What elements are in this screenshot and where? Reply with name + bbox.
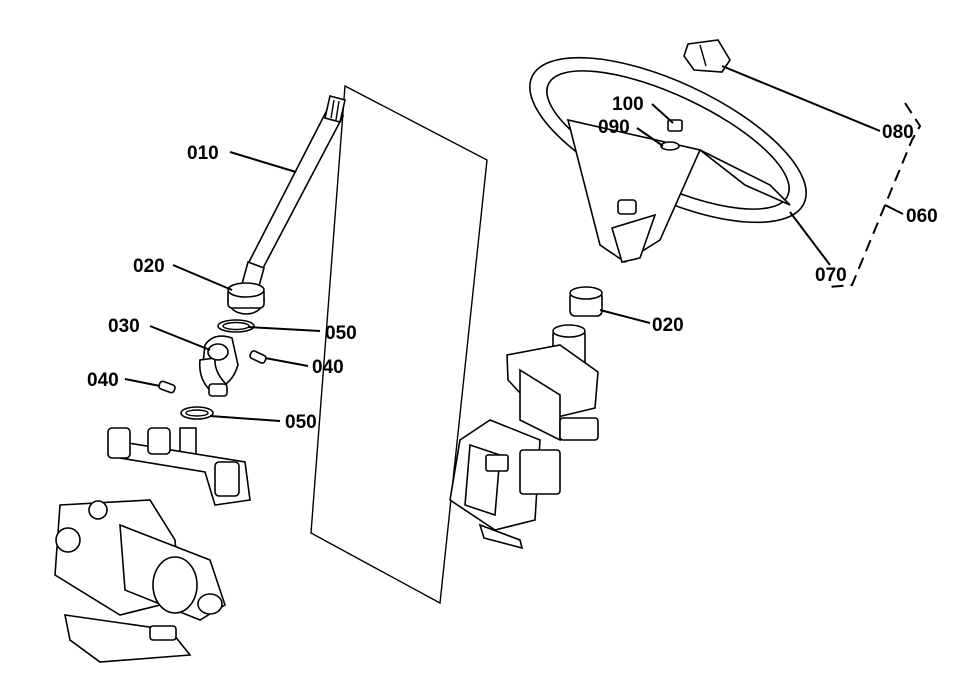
leader-lines bbox=[124, 65, 904, 422]
label-080: 080 bbox=[882, 122, 914, 143]
label-050-lower: 050 bbox=[285, 412, 317, 433]
label-040-right: 040 bbox=[312, 357, 344, 378]
label-020-left: 020 bbox=[133, 256, 165, 277]
steering-shaft-010 bbox=[241, 95, 346, 292]
universal-joint-030 bbox=[198, 335, 239, 397]
label-020-right: 020 bbox=[652, 315, 684, 336]
label-050-upper: 050 bbox=[325, 323, 357, 344]
label-060: 060 bbox=[906, 206, 938, 227]
label-090: 090 bbox=[598, 117, 630, 138]
label-070: 070 bbox=[815, 265, 847, 286]
bushing-020-left bbox=[227, 282, 265, 315]
horn-button-080 bbox=[683, 39, 731, 73]
pin-040-left bbox=[158, 380, 176, 394]
steering-column-bracket bbox=[449, 324, 599, 550]
washer-090 bbox=[660, 141, 680, 151]
assembly-boundary-box bbox=[310, 84, 488, 605]
bushing-020-right bbox=[569, 286, 603, 317]
label-040-left: 040 bbox=[87, 370, 119, 391]
steering-wheel-070 bbox=[529, 56, 807, 263]
label-030: 030 bbox=[108, 316, 140, 337]
steering-gearbox bbox=[54, 427, 251, 663]
snap-ring-050-lower bbox=[180, 406, 214, 420]
group-bracket-060 bbox=[827, 102, 922, 288]
snap-ring-050-upper bbox=[217, 319, 255, 333]
label-010: 010 bbox=[187, 143, 219, 164]
pin-040-right bbox=[249, 350, 267, 364]
label-100: 100 bbox=[612, 94, 644, 115]
